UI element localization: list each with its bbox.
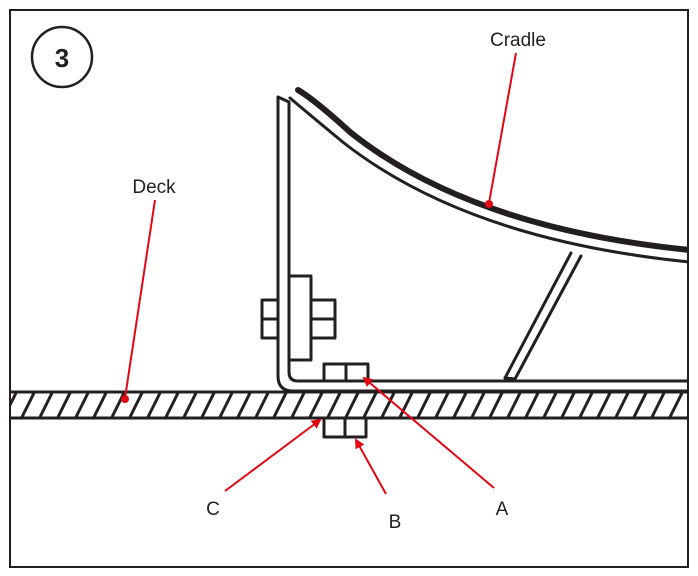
deck-leader-line (124, 199, 156, 399)
cradle-label: Cradle (490, 30, 546, 51)
diagram-frame (9, 9, 689, 568)
callouts (124, 52, 517, 495)
cradle-leader-dot (485, 200, 493, 208)
label-b: B (389, 512, 402, 533)
bottom-bolt (322, 362, 370, 439)
step-badge: 3 (30, 25, 94, 89)
deck (11, 390, 687, 420)
cradle-leader-line (488, 52, 517, 204)
a-arrow (362, 376, 495, 489)
b-arrow (355, 438, 387, 495)
label-c: C (206, 499, 220, 520)
deck-label: Deck (132, 177, 176, 198)
step-number: 3 (55, 43, 69, 73)
label-a: A (496, 499, 509, 520)
c-arrow (224, 418, 322, 492)
cradle (276, 87, 687, 393)
deck-leader-dot (121, 395, 129, 403)
side-bolt (260, 274, 337, 362)
